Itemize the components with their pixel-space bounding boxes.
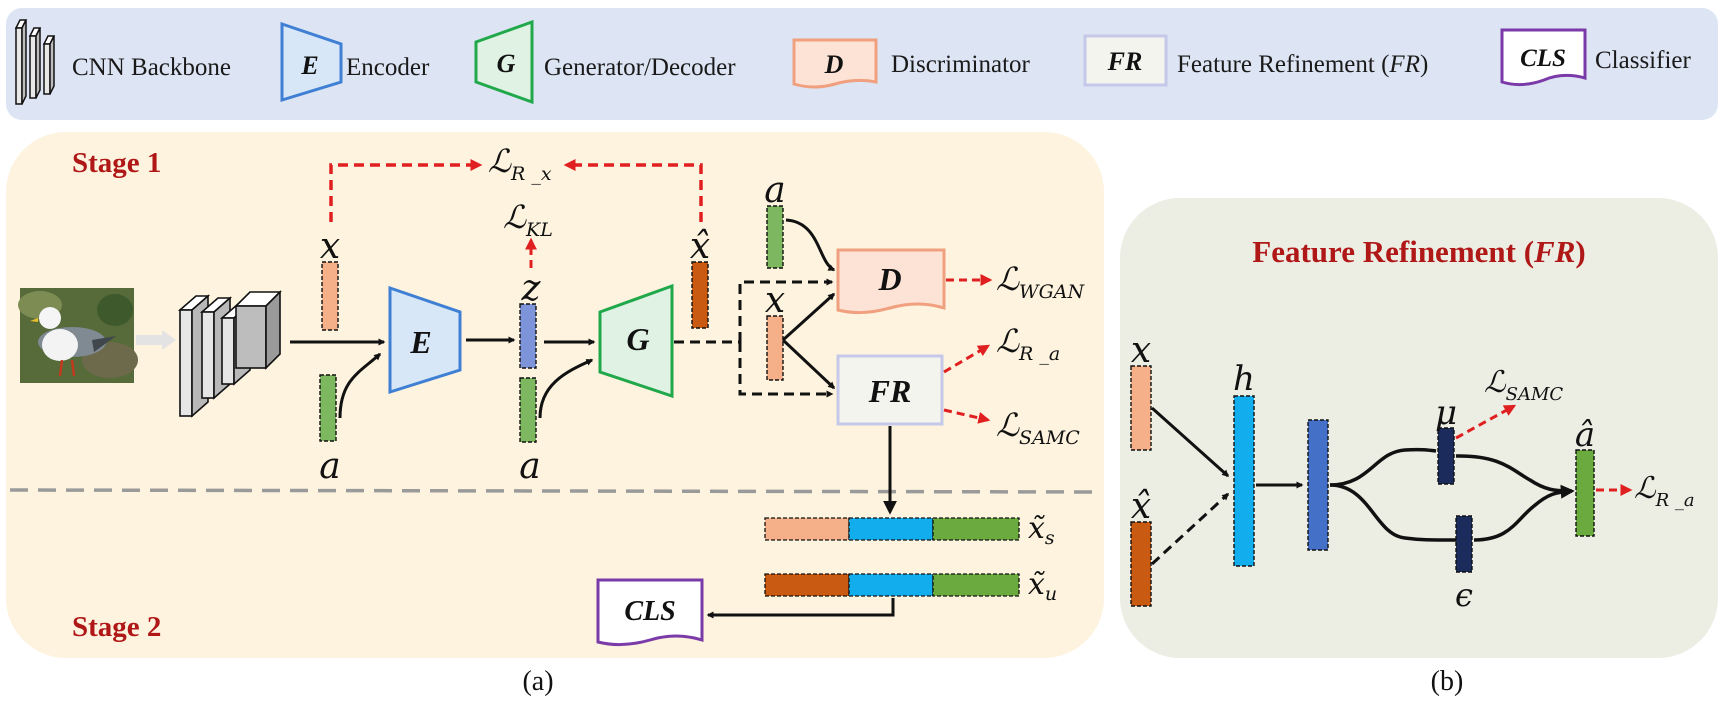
x-to-discriminator-arrow: [781, 292, 836, 342]
fr-label-eps: ϵ: [1455, 576, 1473, 614]
bird-image: [18, 288, 138, 383]
legend-generator-symbol: G: [497, 49, 516, 78]
loss-ra: ℒR _a: [996, 322, 1060, 365]
classifier-block: CLS: [596, 578, 704, 647]
legend-fr-label: Feature Refinement (FR): [1177, 51, 1428, 78]
fr-label-h: h: [1233, 359, 1255, 399]
legend-fr-icon: FR: [1083, 34, 1168, 87]
fr-epsilon: [1455, 515, 1473, 573]
panel-b-title: Feature Refinement (FR): [1252, 234, 1585, 269]
feature-x-hat: [691, 261, 709, 329]
legend-fr-symbol: FR: [1107, 47, 1143, 76]
fr-label-mu: μ: [1435, 393, 1457, 433]
loss-kl: ℒKL: [503, 198, 553, 241]
fr-mu: [1437, 427, 1455, 485]
samc-loss-arrow: [943, 408, 991, 424]
legend-encoder-label: Encoder: [346, 54, 430, 81]
encoder-label: E: [409, 324, 431, 360]
stage-separator: [9, 488, 1101, 494]
rx-loss-arrow-left: [329, 159, 483, 222]
fr-to-mu-curve: [1329, 447, 1437, 487]
label-x-tilde-u: x̃u: [1028, 567, 1057, 605]
fr-label-a-hat: â: [1575, 415, 1595, 455]
a-to-discriminator-arrow: [785, 218, 836, 272]
legend-discriminator-symbol: D: [824, 50, 844, 79]
concat-to-classifier-arrow: [706, 598, 895, 619]
fr-xhat-to-h-arrow: [1150, 492, 1230, 566]
fr-hidden-2: [1307, 419, 1329, 551]
a-to-generator-arrow: [538, 358, 594, 419]
panel-a: Stage 1 Stage 2: [6, 132, 1104, 697]
fr-label-x-hat: x̂: [1131, 486, 1151, 527]
cnn-backbone-icon: [14, 19, 56, 105]
loss-rx: ℒR _x: [488, 142, 552, 185]
label-x-real: x: [765, 280, 785, 321]
legend-generator-label: Generator/Decoder: [544, 54, 736, 81]
caption-b: (b): [1431, 666, 1464, 697]
fr-block: FR: [836, 354, 944, 426]
legend-discriminator-icon: D: [792, 38, 878, 89]
legend-classifier-label: Classifier: [1595, 47, 1691, 74]
legend-discriminator-label: Discriminator: [891, 51, 1031, 78]
fr-hidden-h: [1233, 395, 1255, 567]
generator-label: G: [626, 321, 649, 357]
legend-generator-icon: G: [474, 19, 534, 105]
fr-a-hat: [1575, 449, 1595, 537]
stage1-label: Stage 1: [72, 147, 161, 179]
caption-a: (a): [522, 666, 553, 697]
legend-bar: CNN Backbone E Encoder G Generator/Decod…: [6, 8, 1718, 120]
fr-x-to-h-arrow: [1150, 406, 1230, 478]
cnn-backbone: [177, 290, 282, 418]
fr-to-eps-curve: [1329, 483, 1459, 542]
fr-loss-ra: ℒR _a: [1634, 471, 1695, 511]
a-to-encoder-arrow: [338, 352, 382, 419]
label-a-generator: a: [519, 446, 540, 487]
panel-b-background: [1120, 198, 1718, 658]
encoder-block: E: [388, 285, 462, 395]
fr-input-x: [1130, 365, 1152, 451]
feature-a-discriminator: [766, 205, 784, 269]
feature-x-real: [766, 315, 784, 381]
legend-classifier-icon: CLS: [1500, 28, 1587, 87]
fr-input-x-hat: [1130, 521, 1152, 607]
legend-encoder-icon: E: [280, 21, 343, 103]
concat-feature-seen: [764, 517, 1020, 541]
x-to-fr-arrow: [781, 338, 836, 390]
legend-encoder-symbol: E: [300, 51, 318, 80]
label-x-hat: x̂: [690, 226, 710, 267]
fr-samc-loss-arrow: [1455, 404, 1517, 440]
label-x-tilde-s: x̃s: [1028, 511, 1055, 549]
generator-block: G: [598, 283, 674, 399]
fr-label: FR: [868, 373, 912, 409]
generator-to-fr-dashed: [738, 342, 834, 398]
loss-wgan: ℒWGAN: [996, 260, 1085, 303]
ra-loss-arrow: [943, 344, 991, 374]
classifier-label: CLS: [624, 596, 675, 627]
label-a-encoder: a: [319, 446, 340, 487]
loss-samc: ℒSAMC: [996, 406, 1080, 449]
discriminator-block: D: [836, 248, 946, 315]
feature-a-generator: [519, 377, 537, 443]
feature-a-encoder: [319, 374, 337, 442]
fr-loss-samc: ℒSAMC: [1484, 365, 1563, 405]
feature-z: [519, 303, 537, 369]
rx-loss-arrow-right: [563, 159, 703, 222]
concat-feature-unseen: [764, 573, 1020, 597]
label-x: x: [320, 226, 340, 267]
generator-to-discriminator-dashed: [738, 278, 834, 342]
label-a-discriminator: a: [764, 170, 785, 211]
stage2-label: Stage 2: [72, 611, 161, 643]
discriminator-label: D: [877, 261, 901, 297]
fr-label-x: x: [1131, 330, 1151, 371]
legend-cnn-label: CNN Backbone: [72, 54, 231, 81]
fr-eps-to-ahat-curve: [1473, 484, 1575, 542]
fr-mu-to-ahat-curve: [1455, 454, 1569, 493]
feature-x: [321, 261, 339, 331]
label-z: z: [521, 268, 542, 309]
panel-b: Feature Refinement (FR) x x̂ h μ ℒSAMC ϵ: [1120, 198, 1718, 697]
legend-classifier-symbol: CLS: [1520, 45, 1566, 72]
